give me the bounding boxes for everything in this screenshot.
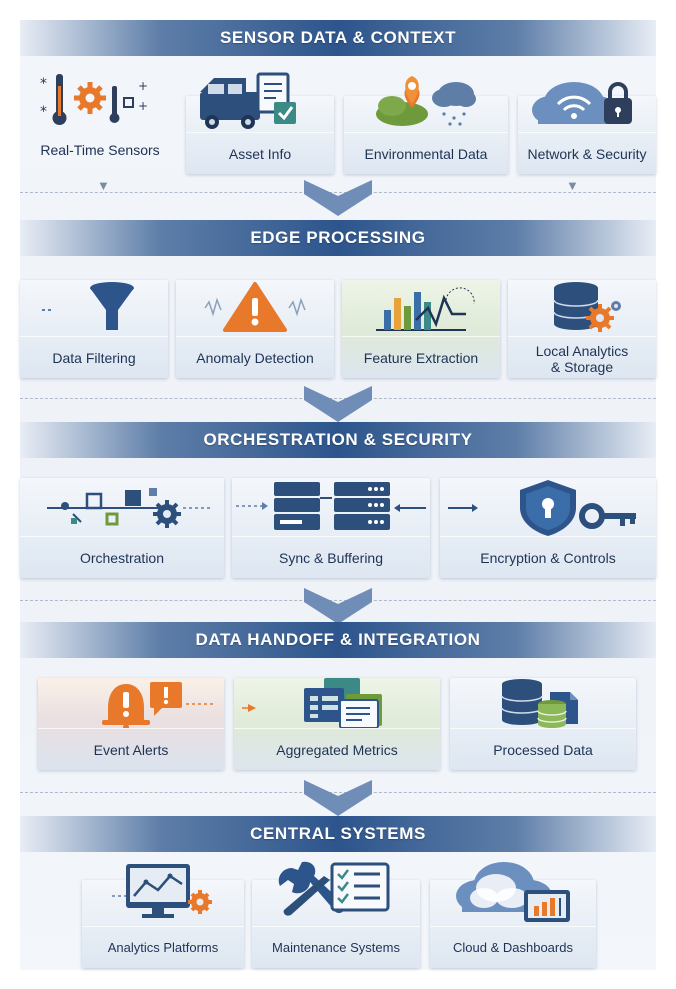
card-label: Environmental Data <box>344 132 508 174</box>
chevron-down-icon <box>304 780 372 816</box>
section-title: CENTRAL SYSTEMS <box>250 824 426 843</box>
section-title: EDGE PROCESSING <box>250 228 426 247</box>
card-event-alerts: Event Alerts <box>38 678 224 770</box>
warning-icon <box>176 280 334 336</box>
section-title: DATA HANDOFF & INTEGRATION <box>195 630 481 649</box>
cloud-dashboard-icon <box>456 862 570 922</box>
monitor-chart-icon <box>112 864 212 918</box>
divider-line <box>20 398 656 399</box>
divider-line <box>20 792 656 793</box>
card-label: Anomaly Detection <box>176 336 334 378</box>
card-label: Data Filtering <box>20 336 168 378</box>
location-weather-icon <box>376 76 476 126</box>
section-banner-data-handoff: DATA HANDOFF & INTEGRATION <box>20 622 656 658</box>
funnel-icon <box>20 280 168 336</box>
card-label: Orchestration <box>20 536 224 578</box>
card-label: Event Alerts <box>38 728 224 770</box>
section-banner-edge-processing: EDGE PROCESSING <box>20 220 656 256</box>
alert-bell-icon <box>38 678 224 728</box>
truck-document-icon <box>200 72 296 129</box>
wrench-checklist-icon <box>278 861 390 916</box>
chevron-down-icon <box>304 180 372 216</box>
card-label-line: & Storage <box>550 358 614 375</box>
card-label: Local Analytics & Storage <box>508 336 656 378</box>
card-label-line: Local Analytics <box>535 342 629 359</box>
arrow-down-icon: ▼ <box>97 178 110 193</box>
section-banner-orchestration-security: ORCHESTRATION & SECURITY <box>20 422 656 458</box>
card-sync-buffering: Sync & Buffering <box>232 478 430 578</box>
card-label: Aggregated Metrics <box>234 728 440 770</box>
card-processed-data: Processed Data <box>450 678 636 770</box>
documents-icon <box>234 678 440 728</box>
database-gear-icon <box>508 280 656 336</box>
sensor-icon: * * + + <box>40 74 148 125</box>
svg-text:+: + <box>138 79 148 93</box>
card-label: Analytics Platforms <box>82 926 244 968</box>
section-banner-central-systems: CENTRAL SYSTEMS <box>20 816 656 852</box>
section-banner-sensor-data: SENSOR DATA & CONTEXT <box>20 20 656 56</box>
card-label: Feature Extraction <box>342 336 500 378</box>
server-icon <box>232 478 430 536</box>
card-label: Asset Info <box>186 132 334 174</box>
card-label: Network & Security <box>518 132 656 174</box>
svg-text:*: * <box>40 104 47 120</box>
card-aggregated-metrics: Aggregated Metrics <box>234 678 440 770</box>
svg-text:+: + <box>138 99 148 113</box>
section-title: SENSOR DATA & CONTEXT <box>219 28 457 47</box>
database-file-icon <box>450 678 636 728</box>
card-encryption-controls: Encryption & Controls <box>440 478 656 578</box>
bar-chart-icon <box>342 280 500 336</box>
card-label: Processed Data <box>450 728 636 770</box>
svg-text:*: * <box>40 76 47 92</box>
divider-line <box>20 600 656 601</box>
divider-line <box>20 192 656 193</box>
card-environmental-data: Environmental Data <box>344 96 508 174</box>
card-label: Sync & Buffering <box>232 536 430 578</box>
card-label: Encryption & Controls <box>440 536 656 578</box>
shield-key-icon <box>440 478 656 536</box>
cloud-lock-icon <box>532 82 632 124</box>
chevron-down-icon <box>304 588 372 624</box>
card-anomaly-detection: Anomaly Detection <box>176 280 334 378</box>
card-local-analytics-storage: Local Analytics & Storage <box>508 280 656 378</box>
card-analytics-platforms: Analytics Platforms <box>82 880 244 968</box>
arrow-down-icon: ▼ <box>566 178 579 193</box>
section-title: ORCHESTRATION & SECURITY <box>203 430 473 449</box>
card-label: Maintenance Systems <box>252 926 420 968</box>
workflow-icon <box>20 478 224 536</box>
card-feature-extraction: Feature Extraction <box>342 280 500 378</box>
card-orchestration: Orchestration <box>20 478 224 578</box>
chevron-down-icon <box>304 386 372 422</box>
card-data-filtering: Data Filtering <box>20 280 168 378</box>
sensor-label: Real-Time Sensors <box>40 142 160 158</box>
card-label: Cloud & Dashboards <box>430 926 596 968</box>
